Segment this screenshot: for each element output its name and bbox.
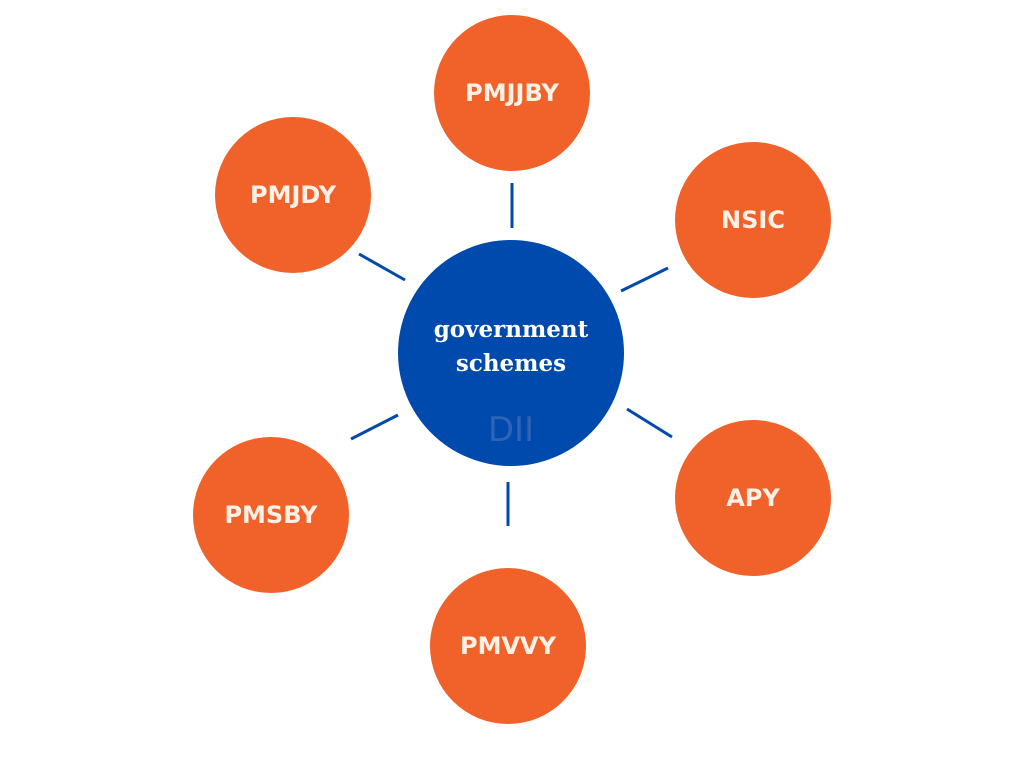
connector-pmsby <box>350 413 399 441</box>
center-title: government schemes <box>433 316 589 377</box>
scheme-node-pmsby: PMSBY <box>193 437 349 593</box>
scheme-label-nsic: NSIC <box>721 206 785 234</box>
scheme-label-pmvvy: PMVVY <box>460 632 556 660</box>
scheme-label-pmsby: PMSBY <box>224 501 318 529</box>
scheme-label-pmjjby: PMJJBY <box>465 79 559 107</box>
connector-nsic <box>620 266 669 293</box>
scheme-label-pmjdy: PMJDY <box>250 181 336 209</box>
scheme-node-nsic: NSIC <box>675 142 831 298</box>
scheme-node-pmjdy: PMJDY <box>215 117 371 273</box>
watermark-logo: DII <box>487 410 535 450</box>
connector-apy <box>626 407 673 439</box>
connector-pmjdy <box>358 252 406 282</box>
scheme-node-apy: APY <box>675 420 831 576</box>
scheme-node-pmjjby: PMJJBY <box>434 15 590 171</box>
scheme-label-apy: APY <box>726 484 780 512</box>
center-hub: government schemes DII <box>398 240 624 466</box>
scheme-node-pmvvy: PMVVY <box>430 568 586 724</box>
